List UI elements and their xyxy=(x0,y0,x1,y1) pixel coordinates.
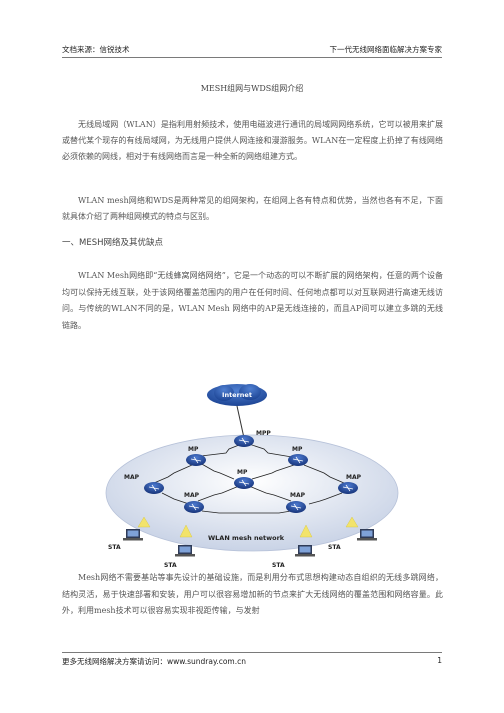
page-footer: 更多无线网络解决方案请访问：www.sundray.com.cn 1 xyxy=(62,656,442,667)
mp-node-right-icon xyxy=(288,454,308,466)
mesh-network-diagram: Internet MPP MP MP MP MAP MAP MAP MAP WL… xyxy=(105,384,399,569)
document-title: MESH组网与WDS组网介绍 xyxy=(200,84,304,93)
mesh-paragraph: WLAN Mesh网络即“无线蜂窝网络网络”，它是一个动态的可以不断扩展的网络架… xyxy=(62,271,443,330)
sta-label-3: STA xyxy=(272,562,285,569)
mp-node-left-icon xyxy=(186,454,206,466)
signal-cones xyxy=(137,516,359,538)
map-label-far-left: MAP xyxy=(124,474,140,481)
mp-label-right: MP xyxy=(292,446,303,453)
page-number: 1 xyxy=(437,656,442,665)
mesh-region xyxy=(105,434,399,552)
sta-laptop-icon-1 xyxy=(123,529,143,541)
sta-laptop-icon-3 xyxy=(295,545,315,557)
sta-laptop-icon-4 xyxy=(357,529,377,541)
comparison-paragraph: WLAN mesh网络和WDS是两种常见的组网架构，在组网上各有特点和优势，当然… xyxy=(62,196,443,222)
mpp-label: MPP xyxy=(256,430,271,437)
mp-label-center: MP xyxy=(237,469,248,476)
sta-laptop-icon-2 xyxy=(175,545,195,557)
map-node-lower-left-icon xyxy=(184,501,204,513)
map-label-lower-left: MAP xyxy=(184,492,200,499)
map-label-far-right: MAP xyxy=(346,474,362,481)
map-node-far-right-icon xyxy=(338,482,358,494)
network-label: WLAN mesh network xyxy=(208,534,285,542)
bottom-paragraph: Mesh网络不需要基站等事先设计的基础设施，而是利用分布式思想构建动态自组织的无… xyxy=(62,573,443,615)
sta-label-2: STA xyxy=(164,562,177,569)
mpp-node-icon xyxy=(234,435,254,447)
page-header: 文档来源：信锐技术 下一代无线网络面临解决方案专家 xyxy=(62,44,442,56)
mp-label-left: MP xyxy=(188,446,199,453)
intro-paragraph: 无线局域网（WLAN）是指利用射频技术，使用电磁波进行通讯的局域网网络系统，它可… xyxy=(62,120,443,162)
sta-label-4: STA xyxy=(328,544,341,551)
internet-label: Internet xyxy=(222,391,252,399)
footer-link-text: 更多无线网络解决方案请访问：www.sundray.com.cn xyxy=(62,657,246,666)
header-tagline: 下一代无线网络面临解决方案专家 xyxy=(329,45,443,54)
map-label-lower-right: MAP xyxy=(290,492,306,499)
internet-cloud-icon xyxy=(207,384,267,406)
header-divider xyxy=(62,57,442,58)
footer-divider xyxy=(62,652,442,653)
sta-label-1: STA xyxy=(108,544,121,551)
map-node-lower-right-icon xyxy=(286,501,306,513)
header-source: 文档来源：信锐技术 xyxy=(62,45,130,54)
map-node-far-left-icon xyxy=(144,482,164,494)
wireless-links xyxy=(153,442,345,514)
section-heading: 一、MESH网络及其优缺点 xyxy=(62,238,163,248)
mp-node-center-icon xyxy=(234,477,254,489)
